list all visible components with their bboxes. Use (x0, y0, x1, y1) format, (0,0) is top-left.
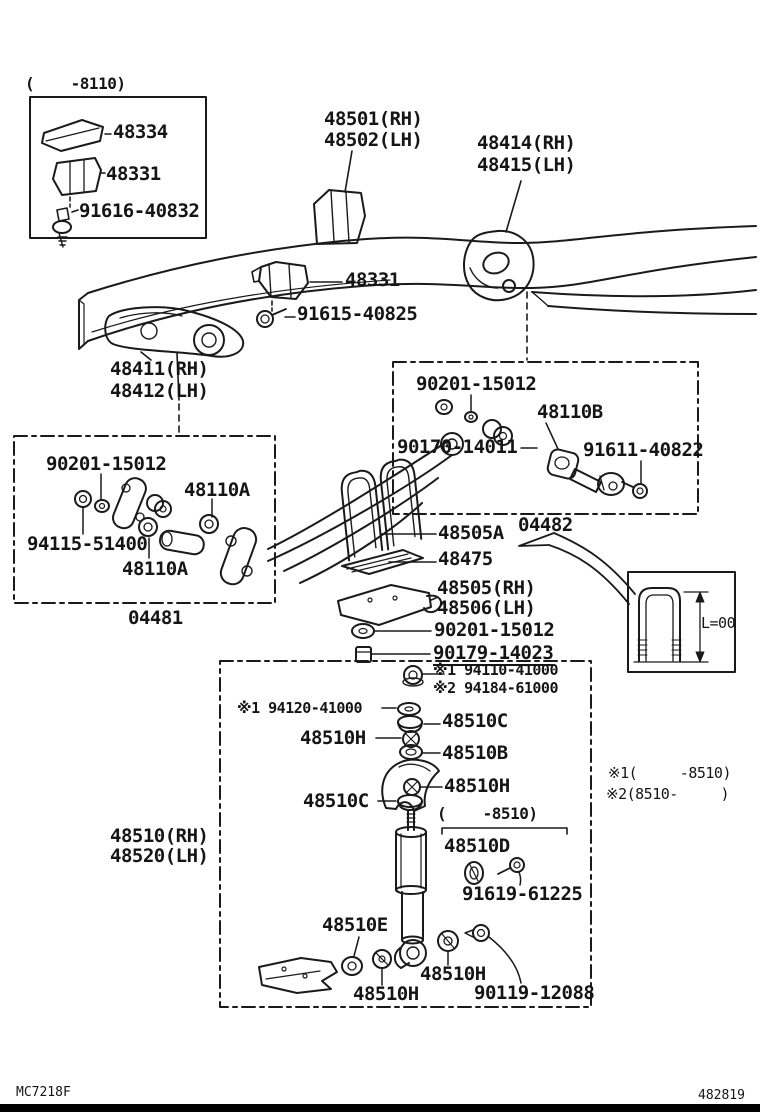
part-label-94115-51400: 94115-51400 (27, 533, 148, 555)
part-label-90201-left-box: 90201-15012 (46, 453, 167, 475)
part-label-48502: 48502(LH) (324, 129, 423, 151)
shock-absorber-drawing (375, 702, 443, 969)
shock-lower-parts-drawing (258, 924, 522, 994)
part-label-48510d: 48510D (444, 835, 510, 857)
kit-label-04481: 04481 (128, 607, 183, 629)
part-label-48510c-1: 48510C (442, 710, 508, 732)
part-label-94110-41000: ※1 94110-41000 (433, 661, 558, 679)
part-label-91615-40825: 91615-40825 (297, 303, 418, 325)
kit-04481-parts-drawing (74, 473, 258, 586)
part-label-90119-12088: 90119-12088 (474, 982, 595, 1004)
arrow-to-04482 (518, 532, 636, 605)
bottom-black-bar (0, 1104, 760, 1112)
part-label-48415: 48415(LH) (477, 154, 576, 176)
kit-label-04482: 04482 (518, 514, 573, 536)
part-label-48510e: 48510E (322, 914, 388, 936)
part-label-48110a-2: 48110A (122, 558, 188, 580)
footnote-2: ※2(8510- ) (606, 785, 729, 803)
part-label-48334: 48334 (113, 121, 168, 143)
footnote-1: ※1( -8510) (608, 764, 731, 782)
part-label-48110a-1: 48110A (184, 479, 250, 501)
part-label-90201-center: 90201-15012 (434, 619, 555, 641)
sub-8510-parts-drawing (441, 827, 568, 886)
part-label-48412: 48412(LH) (110, 380, 209, 402)
part-label-48520: 48520(LH) (110, 845, 209, 867)
part-label-90170-14011: 90170-14011 (397, 436, 518, 458)
group-boxes (13, 96, 736, 1008)
part-label-48331-box: 48331 (106, 163, 161, 185)
part-label-48510: 48510(RH) (110, 825, 209, 847)
production-range-note: ( -8110) (25, 74, 126, 93)
leaf-spring-drawing (267, 432, 464, 584)
part-label-48110b: 48110B (537, 401, 603, 423)
part-label-48510h-3: 48510H (420, 963, 486, 985)
part-label-48414: 48414(RH) (477, 132, 576, 154)
bracket-48501-drawing (313, 150, 366, 245)
part-label-48510c-2: 48510C (303, 790, 369, 812)
part-label-48510h-1: 48510H (300, 727, 366, 749)
spring-seat-parts-drawing (337, 549, 445, 687)
part-label-90179-14023: 90179-14023 (433, 642, 554, 666)
part-label-91619-61225: 91619-61225 (462, 883, 583, 905)
part-label-48510h-4: 48510H (353, 983, 419, 1005)
part-label-91611-40822: 91611-40822 (583, 439, 704, 461)
box1-parts-drawing (41, 119, 112, 248)
part-label-48505: 48505(RH) (437, 577, 536, 599)
ubolt-length-detail-drawing (633, 587, 709, 663)
part-label-48510b: 48510B (442, 742, 508, 764)
kit-04482-parts-drawing (435, 394, 648, 499)
figure-number: 482819 (698, 1088, 745, 1103)
part-label-94184-61000: ※2 94184-61000 (433, 679, 558, 697)
part-label-48510h-2: 48510H (444, 775, 510, 797)
part-label-48411: 48411(RH) (110, 358, 209, 380)
part-label-48505a: 48505A (438, 522, 504, 544)
bracket-48414-drawing (463, 180, 535, 361)
part-label-48506: 48506(LH) (437, 597, 536, 619)
frame-drawing (78, 225, 757, 350)
u-bolts-48505a-drawing (340, 458, 423, 562)
hanger-48411-drawing (104, 306, 245, 436)
part-label-94120-41000: ※1 94120-41000 (237, 699, 362, 717)
bracket-48331-mid-drawing (251, 261, 343, 328)
part-label-48501: 48501(RH) (324, 108, 423, 130)
part-label-48331-mid: 48331 (345, 269, 400, 291)
ubolt-length-dimension: L=00 (701, 614, 736, 632)
part-label-91616-40832: 91616-40832 (79, 200, 200, 222)
production-range-note-8510: ( -8510) (437, 804, 538, 823)
drawing-code: MC7218F (16, 1085, 71, 1100)
part-label-48475: 48475 (438, 548, 493, 570)
part-label-90201-right-box: 90201-15012 (416, 373, 537, 395)
